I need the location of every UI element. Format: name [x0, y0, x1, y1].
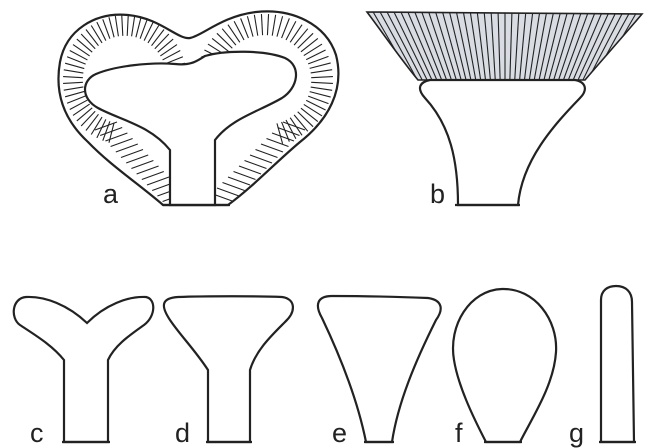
figure-label-e: e [332, 420, 347, 447]
figure-label-b: b [430, 181, 445, 208]
figure-label-d: d [175, 420, 190, 447]
scale-g-shape [601, 286, 634, 442]
scale-b-shape [365, 10, 645, 205]
figure-label-a: a [103, 181, 118, 208]
figure-label-g: g [569, 420, 584, 447]
figure-label-f: f [455, 420, 463, 447]
scale-f-shape [453, 289, 556, 442]
figure-label-c: c [30, 420, 44, 447]
scale-a-shape [58, 11, 338, 205]
